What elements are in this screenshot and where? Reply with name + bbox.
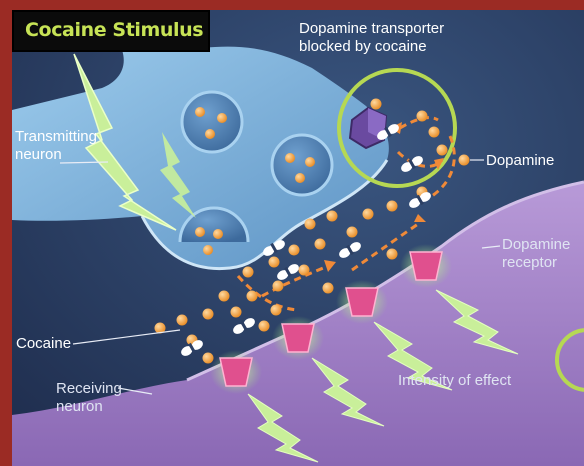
dopamine-molecule — [315, 239, 326, 250]
receptor — [346, 288, 378, 316]
label-dopamine-transporter: Dopamine transporter blocked by cocaine — [299, 20, 444, 56]
dopamine-molecule — [323, 283, 334, 294]
dopamine-molecule — [273, 281, 284, 292]
vesicle — [272, 135, 332, 195]
label-intensity-of-effect: Intensity of effect — [398, 372, 511, 390]
diagram-frame: Cocaine Stimulus Transmitting neuron Dop… — [12, 10, 584, 466]
dopamine-molecule — [429, 127, 440, 138]
dopamine-molecule — [219, 291, 230, 302]
dopamine-molecule — [371, 99, 382, 110]
dopamine-molecule — [205, 129, 215, 139]
dopamine-molecule — [285, 153, 295, 163]
label-cocaine: Cocaine — [16, 335, 71, 353]
dopamine-molecule — [305, 157, 315, 167]
dopamine-molecule — [347, 227, 358, 238]
dopamine-molecule — [299, 265, 310, 276]
dopamine-molecule — [177, 315, 188, 326]
dopamine-molecule — [363, 209, 374, 220]
dopamine-molecule — [217, 113, 227, 123]
dopamine-molecule — [203, 309, 214, 320]
title-box: Cocaine Stimulus — [12, 10, 210, 52]
dopamine-molecule — [437, 145, 448, 156]
dopamine-molecule — [243, 267, 254, 278]
label-line: Dopamine transporter — [299, 20, 444, 38]
label-line: neuron — [15, 146, 97, 164]
dopamine-molecule — [259, 321, 270, 332]
dopamine-molecule — [247, 291, 258, 302]
dopamine-molecule — [459, 155, 470, 166]
dopamine-molecule — [195, 107, 205, 117]
label-dopamine-receptor: Dopamine receptor — [502, 236, 570, 272]
dopamine-molecule — [417, 111, 428, 122]
dopamine-molecule — [305, 219, 316, 230]
dopamine-molecule — [231, 307, 242, 318]
label-receiving-neuron: Receiving neuron — [56, 380, 122, 416]
dopamine-molecule — [295, 173, 305, 183]
dopamine-molecule — [203, 245, 213, 255]
label-transmitting-neuron: Transmitting neuron — [15, 128, 97, 164]
dopamine-molecule — [387, 249, 398, 260]
label-line: blocked by cocaine — [299, 38, 444, 56]
vesicle — [182, 92, 242, 152]
dopamine-molecule — [387, 201, 398, 212]
label-line: Transmitting — [15, 128, 97, 146]
dopamine-molecule — [269, 257, 280, 268]
dopamine-molecule — [213, 229, 223, 239]
label-line: Receiving — [56, 380, 122, 398]
dopamine-molecule — [271, 305, 282, 316]
label-line: receptor — [502, 254, 570, 272]
receptor — [410, 252, 442, 280]
receptor — [220, 358, 252, 386]
dopamine-molecule — [203, 353, 214, 364]
dopamine-molecule — [327, 211, 338, 222]
dopamine-molecule — [289, 245, 300, 256]
label-dopamine: Dopamine — [486, 152, 554, 170]
diagram-title: Cocaine Stimulus — [25, 19, 203, 41]
receptor — [282, 324, 314, 352]
label-line: Dopamine — [502, 236, 570, 254]
label-line: neuron — [56, 398, 122, 416]
dopamine-molecule — [195, 227, 205, 237]
